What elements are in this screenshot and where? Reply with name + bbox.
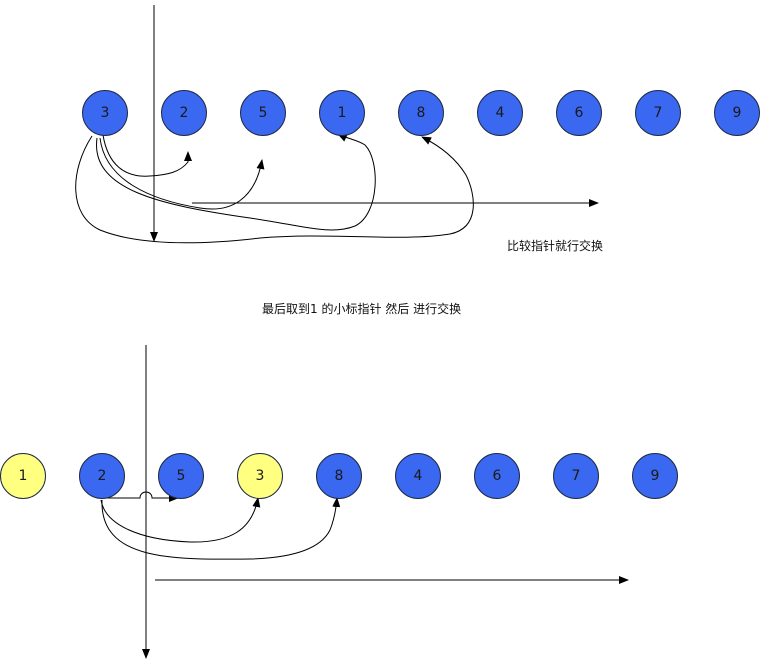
top-caption: 比较指针就行交换	[507, 238, 603, 253]
curve-2-to-8	[101, 497, 341, 560]
curve-3-to-2	[102, 134, 192, 177]
curve-3-to-5	[99, 137, 265, 210]
bottom-node-label-2: 5	[177, 468, 186, 484]
top-diagram: 3 2 5 1 8 4 6 7 9 比较指针就行交换	[75, 5, 760, 253]
bottom-node-1	[79, 453, 125, 499]
top-node-4	[398, 90, 444, 136]
bottom-node-0	[0, 453, 46, 499]
bottom-node-5	[395, 453, 441, 499]
bottom-node-7	[553, 453, 599, 499]
bottom-node-label-5: 4	[414, 468, 423, 484]
bottom-node-label-0: 1	[19, 468, 28, 484]
top-node-label-1: 2	[180, 105, 189, 121]
bottom-node-3	[237, 453, 283, 499]
bottom-node-label-6: 6	[493, 468, 502, 484]
top-node-label-8: 9	[733, 105, 742, 121]
top-node-label-6: 6	[575, 105, 584, 121]
top-node-5	[477, 90, 523, 136]
bottom-node-4	[316, 453, 362, 499]
top-node-label-3: 1	[338, 105, 347, 121]
bottom-node-label-8: 9	[651, 468, 660, 484]
top-node-label-0: 3	[101, 105, 110, 121]
top-node-0	[82, 90, 128, 136]
bottom-node-label-7: 7	[572, 468, 581, 484]
bottom-diagram: 1 2 5 3 8 4 6 7 9	[0, 345, 678, 659]
bottom-node-2	[158, 453, 204, 499]
bottom-node-label-4: 8	[335, 468, 344, 484]
bottom-node-8	[632, 453, 678, 499]
top-node-label-7: 7	[654, 105, 663, 121]
top-node-6	[556, 90, 602, 136]
top-node-3	[319, 90, 365, 136]
curve-3-to-1	[96, 133, 376, 231]
top-node-7	[635, 90, 681, 136]
bottom-node-label-3: 3	[256, 468, 265, 484]
curve-2-to-3	[100, 497, 261, 543]
bottom-node-label-1: 2	[98, 468, 107, 484]
top-node-label-2: 5	[259, 105, 268, 121]
bottom-node-6	[474, 453, 520, 499]
top-node-2	[240, 90, 286, 136]
curve-3-to-8	[75, 135, 474, 244]
top-node-label-5: 4	[496, 105, 505, 121]
middle-caption: 最后取到1 的小标指针 然后 进行交换	[262, 301, 461, 316]
top-node-label-4: 8	[417, 105, 426, 121]
top-node-1	[161, 90, 207, 136]
curve-2-to-5	[102, 490, 179, 502]
